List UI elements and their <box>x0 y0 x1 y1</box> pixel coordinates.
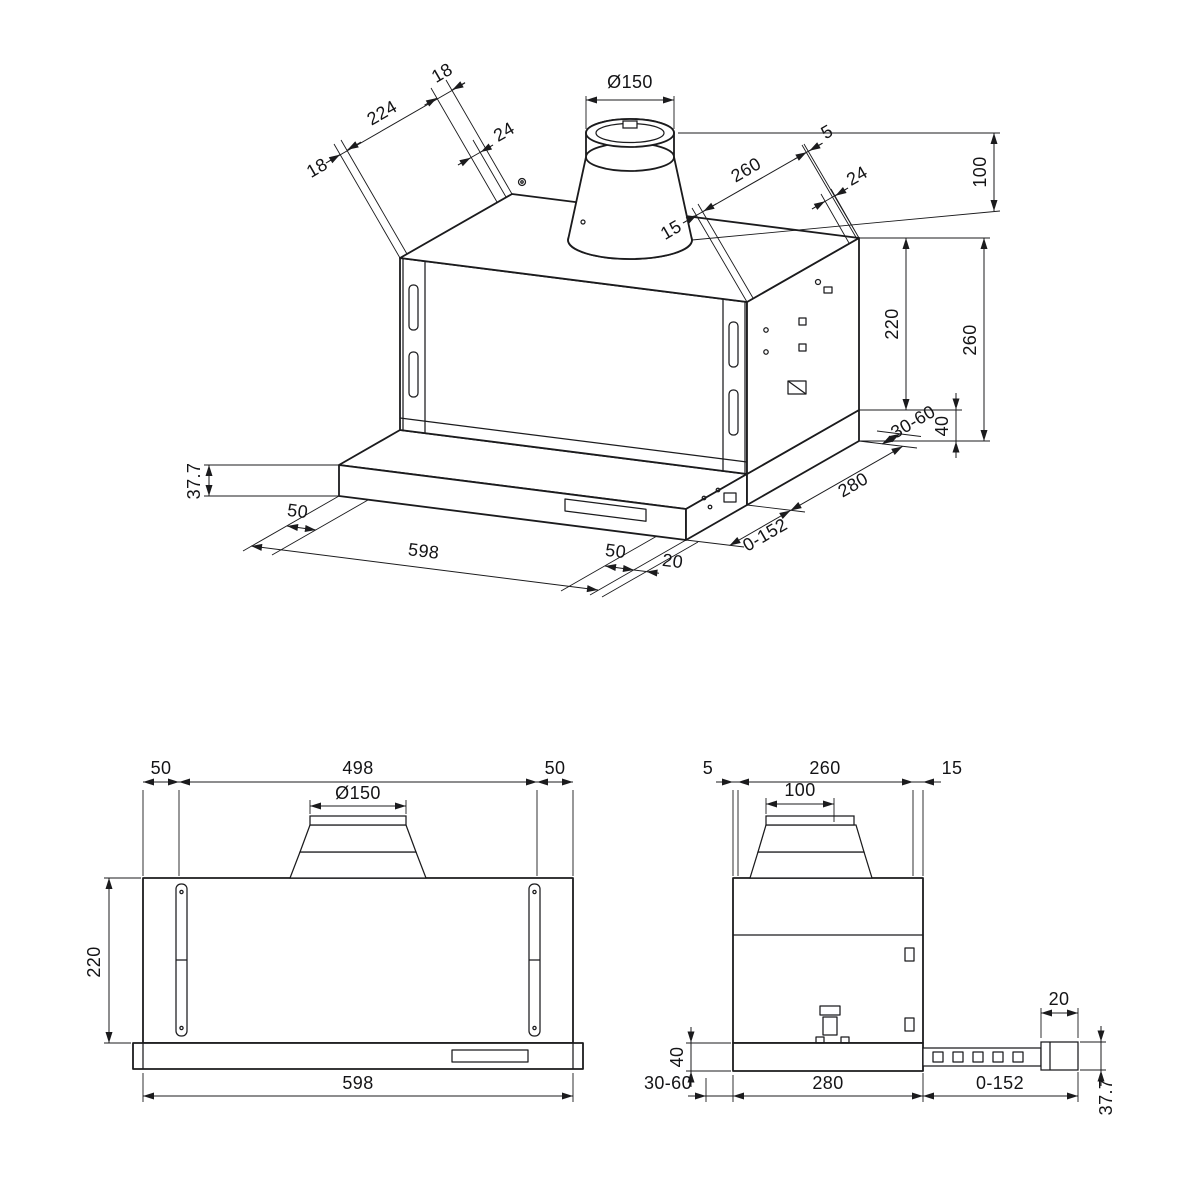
dim-iso-0-152: 0-152 <box>739 514 791 555</box>
dim-iso-20: 20 <box>661 550 684 572</box>
dim-side-5: 5 <box>703 758 713 778</box>
front-dim-duct: Ø150 <box>309 783 407 814</box>
dim-iso-224: 224 <box>363 96 400 129</box>
dim-iso-220: 220 <box>882 308 902 339</box>
side-dim-top: 5 260 15 <box>703 758 963 876</box>
side-dim-40: 40 <box>667 1027 731 1087</box>
iso-dim-377: 37.7 <box>184 463 339 500</box>
dim-front-duct-diameter: Ø150 <box>335 783 381 803</box>
dim-side-377: 37.7 <box>1096 1079 1116 1116</box>
side-dim-20: 20 <box>1040 989 1079 1038</box>
dim-iso-18-back: 18 <box>428 59 456 87</box>
isometric-view: Ø150 18 224 18 24 <box>184 59 1001 598</box>
dim-iso-100: 100 <box>970 156 990 187</box>
dim-iso-40: 40 <box>932 416 952 437</box>
side-duct <box>749 815 873 879</box>
side-details <box>815 947 915 1044</box>
dim-side-0-152: 0-152 <box>976 1073 1024 1093</box>
dim-iso-24-right: 24 <box>843 162 871 190</box>
front-dim-598: 598 <box>142 1073 574 1102</box>
dim-side-30-60: 30-60 <box>644 1073 692 1093</box>
dim-iso-377: 37.7 <box>184 463 204 500</box>
dim-iso-280: 280 <box>834 468 871 501</box>
iso-dim-100: 100 <box>678 132 1001 241</box>
side-dim-bottom: 30-60 280 0-152 <box>644 1072 1079 1102</box>
iso-dim-width: 50 50 20 598 <box>242 495 699 598</box>
front-duct <box>289 815 427 879</box>
iso-dim-duct-diameter: Ø150 <box>585 72 675 129</box>
dim-front-220: 220 <box>84 946 104 977</box>
front-dim-220: 220 <box>84 877 141 1044</box>
dim-side-20: 20 <box>1049 989 1070 1009</box>
dim-side-260: 260 <box>809 758 840 778</box>
front-body <box>132 877 584 1070</box>
iso-dim-260-right: 260 <box>859 238 990 442</box>
dim-front-50-right: 50 <box>545 758 566 778</box>
dim-iso-598: 598 <box>407 539 440 563</box>
dim-iso-260-right: 260 <box>960 324 980 355</box>
side-dim-377: 37.7 <box>1080 1026 1116 1115</box>
dim-iso-260-top: 260 <box>727 153 764 186</box>
dim-iso-duct-diameter: Ø150 <box>607 72 653 92</box>
front-dim-top: 50 498 50 <box>142 758 574 876</box>
iso-duct-spigot <box>567 118 693 260</box>
dim-side-100: 100 <box>784 780 815 800</box>
dim-iso-50-right: 50 <box>604 540 627 562</box>
dim-side-40: 40 <box>667 1047 687 1068</box>
front-rails <box>175 883 541 1037</box>
dim-front-598: 598 <box>342 1073 373 1093</box>
dim-front-498: 498 <box>342 758 373 778</box>
iso-fixing-details <box>517 177 833 522</box>
iso-rail-brackets <box>402 257 746 475</box>
dim-iso-50-left: 50 <box>286 500 309 522</box>
front-view: 50 498 50 Ø150 220 598 <box>84 758 584 1102</box>
side-body <box>732 877 1079 1072</box>
dim-iso-18-front: 18 <box>303 154 331 182</box>
side-dim-100: 100 <box>765 780 835 822</box>
iso-dim-220: 220 <box>859 237 990 411</box>
dim-iso-5: 5 <box>817 121 836 144</box>
iso-dim-40: 40 <box>932 393 960 458</box>
dim-side-280: 280 <box>812 1073 843 1093</box>
side-view: 5 260 15 100 40 30-60 280 0-152 <box>644 758 1116 1115</box>
dim-front-50-left: 50 <box>151 758 172 778</box>
dim-iso-24-left: 24 <box>490 118 518 146</box>
dim-side-15: 15 <box>942 758 963 778</box>
